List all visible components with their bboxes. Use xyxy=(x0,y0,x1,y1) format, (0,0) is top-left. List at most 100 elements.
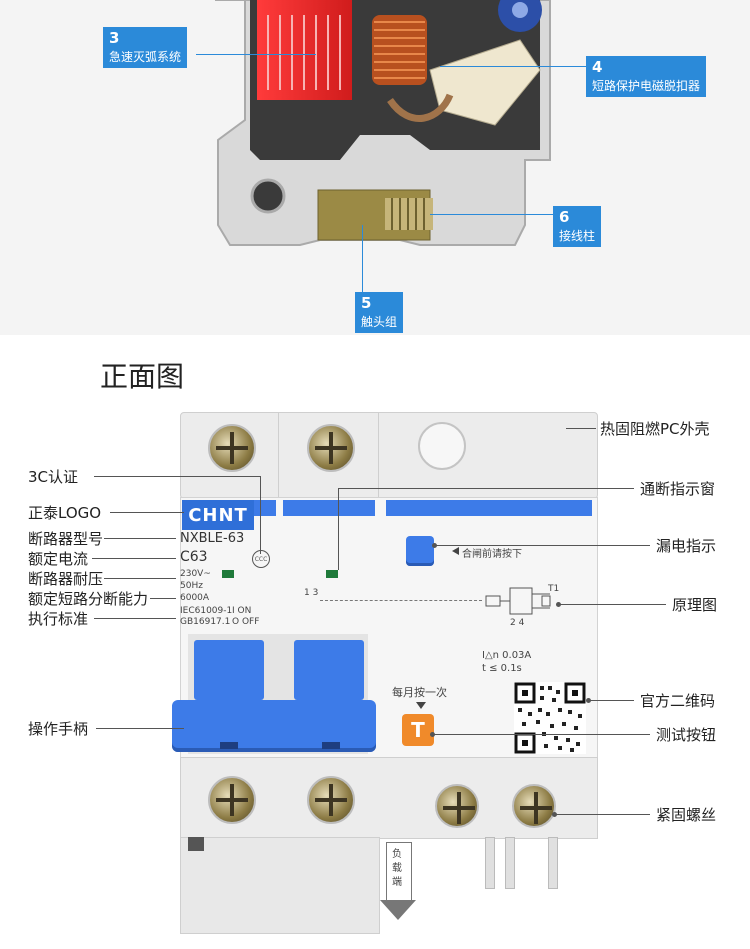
leader-3c-cert xyxy=(94,476,260,477)
label-breaking-capacity: 额定短路分断能力 xyxy=(28,590,149,608)
off-label: O OFF xyxy=(232,617,260,627)
label-operating-handle: 操作手柄 xyxy=(28,720,89,738)
leader-qr-code xyxy=(590,700,634,701)
din-base xyxy=(180,837,380,934)
callout-text: 短路保护电磁脱扣器 xyxy=(592,79,701,93)
label-fastening-screws: 紧固螺丝 xyxy=(656,806,717,824)
leader-schematic xyxy=(560,604,666,605)
bottom-screw-2 xyxy=(307,776,355,824)
load-side-text: 负载端 xyxy=(392,849,402,888)
breaker-front-view: CHNT NXBLE-63 C63 CCC 230V~ 50Hz 6000A I… xyxy=(172,412,598,934)
leader-chint-logo xyxy=(110,512,184,513)
blue-stripe-right xyxy=(386,500,592,516)
schematic-dashed-line xyxy=(320,600,482,601)
circuit-schematic xyxy=(485,587,551,615)
callout-5-leader xyxy=(362,225,363,292)
operating-handle-left[interactable] xyxy=(194,640,264,700)
indicator-window-middle xyxy=(326,570,338,578)
blue-stripe-middle xyxy=(283,500,375,516)
leader-status-window xyxy=(338,488,634,489)
label-qr-code: 官方二维码 xyxy=(640,692,716,710)
qr-code[interactable] xyxy=(514,682,586,754)
leader-withstand-voltage xyxy=(104,578,176,579)
leader-dot xyxy=(430,732,435,737)
leader-3c-cert-v xyxy=(260,476,261,554)
callout-6: 6 接线柱 xyxy=(553,206,602,247)
on-label: I ON xyxy=(232,606,252,616)
callout-text: 接线柱 xyxy=(559,229,596,243)
operating-handle-bar[interactable] xyxy=(172,700,376,752)
voltage-text: 230V~ xyxy=(180,569,211,579)
leader-leakage-indicator xyxy=(436,545,650,546)
section-title: 正面图 xyxy=(100,360,185,393)
label-status-window: 通断指示窗 xyxy=(640,480,716,498)
label-withstand-voltage: 断路器耐压 xyxy=(28,570,104,588)
internal-mechanism-illustration xyxy=(215,0,551,246)
callout-number: 3 xyxy=(109,29,120,47)
label-leakage-indicator: 漏电指示 xyxy=(656,537,717,555)
callout-3: 3 急速灭弧系统 xyxy=(103,27,188,68)
top-screw-1 xyxy=(208,424,256,472)
chnt-logo: CHNT xyxy=(182,500,254,530)
leader-rated-current xyxy=(92,558,176,559)
handle-notch xyxy=(322,742,340,749)
blank-terminal-hole xyxy=(418,422,466,470)
chnt-logo-text: CHNT xyxy=(188,504,248,526)
model-text: NXBLE-63 xyxy=(180,531,245,546)
down-arrow-icon xyxy=(416,702,426,709)
leader-pc-housing xyxy=(566,428,596,429)
handle-notch xyxy=(220,742,238,749)
standard-2-text: GB16917.1 xyxy=(180,617,231,627)
test-button-letter: T xyxy=(411,718,425,742)
bottom-screw-1 xyxy=(208,776,256,824)
label-schematic: 原理图 xyxy=(672,596,718,614)
test-button[interactable]: T xyxy=(402,714,434,746)
bottom-screw-4 xyxy=(512,784,556,828)
breaking-capacity-text: 6000A xyxy=(180,593,210,603)
label-breaker-model: 断路器型号 xyxy=(28,530,104,548)
leader-fastening-screws xyxy=(556,814,650,815)
pin xyxy=(505,837,515,889)
label-test-button: 测试按钮 xyxy=(656,726,717,744)
leader-standard xyxy=(94,618,176,619)
callout-5: 5 触头组 xyxy=(355,292,404,333)
current-text: C63 xyxy=(180,549,208,565)
ccc-mark-icon: CCC xyxy=(252,550,270,568)
callout-4-leader xyxy=(440,66,586,67)
leakage-indicator-button[interactable] xyxy=(406,536,434,566)
callout-text: 触头组 xyxy=(361,315,398,329)
leader-operating-handle xyxy=(96,728,184,729)
internal-view-image xyxy=(0,0,750,335)
standard-1-text: IEC61009-1 xyxy=(180,606,233,616)
label-3c-cert: 3C认证 xyxy=(28,468,79,486)
leader-dot xyxy=(552,812,557,817)
indicator-window-left xyxy=(222,570,234,578)
leader-breaking-capacity xyxy=(150,598,176,599)
leader-dot xyxy=(432,543,437,548)
callout-number: 4 xyxy=(592,58,603,76)
terminal-marks: 1 3 xyxy=(304,588,319,598)
callout-3-leader xyxy=(196,54,316,55)
label-standard: 执行标准 xyxy=(28,610,89,628)
leader-dot xyxy=(556,602,561,607)
press-before-close-text: 合闸前请按下 xyxy=(462,549,522,560)
circuit-t1-label: T1 xyxy=(548,584,560,594)
rating-2-text: t ≤ 0.1s xyxy=(482,663,522,674)
frequency-text: 50Hz xyxy=(180,581,203,591)
operating-handle-right[interactable] xyxy=(294,640,364,700)
leader-test-button xyxy=(434,734,650,735)
load-side-arrow: 负载端 xyxy=(380,842,416,922)
leader-status-window-v xyxy=(338,488,339,570)
leader-breaker-model xyxy=(104,538,176,539)
base-latch xyxy=(188,837,204,851)
label-pc-housing: 热固阻燃PC外壳 xyxy=(600,420,710,438)
callout-number: 6 xyxy=(559,208,570,226)
pin xyxy=(548,837,558,889)
circuit-marks: 2 4 xyxy=(510,618,525,628)
label-chint-logo: 正泰LOGO xyxy=(28,504,102,522)
rating-1-text: I△n 0.03A xyxy=(482,650,532,661)
callout-4: 4 短路保护电磁脱扣器 xyxy=(586,56,707,97)
top-screw-2 xyxy=(307,424,355,472)
left-arrow-icon xyxy=(452,547,459,555)
leader-dot xyxy=(586,698,591,703)
